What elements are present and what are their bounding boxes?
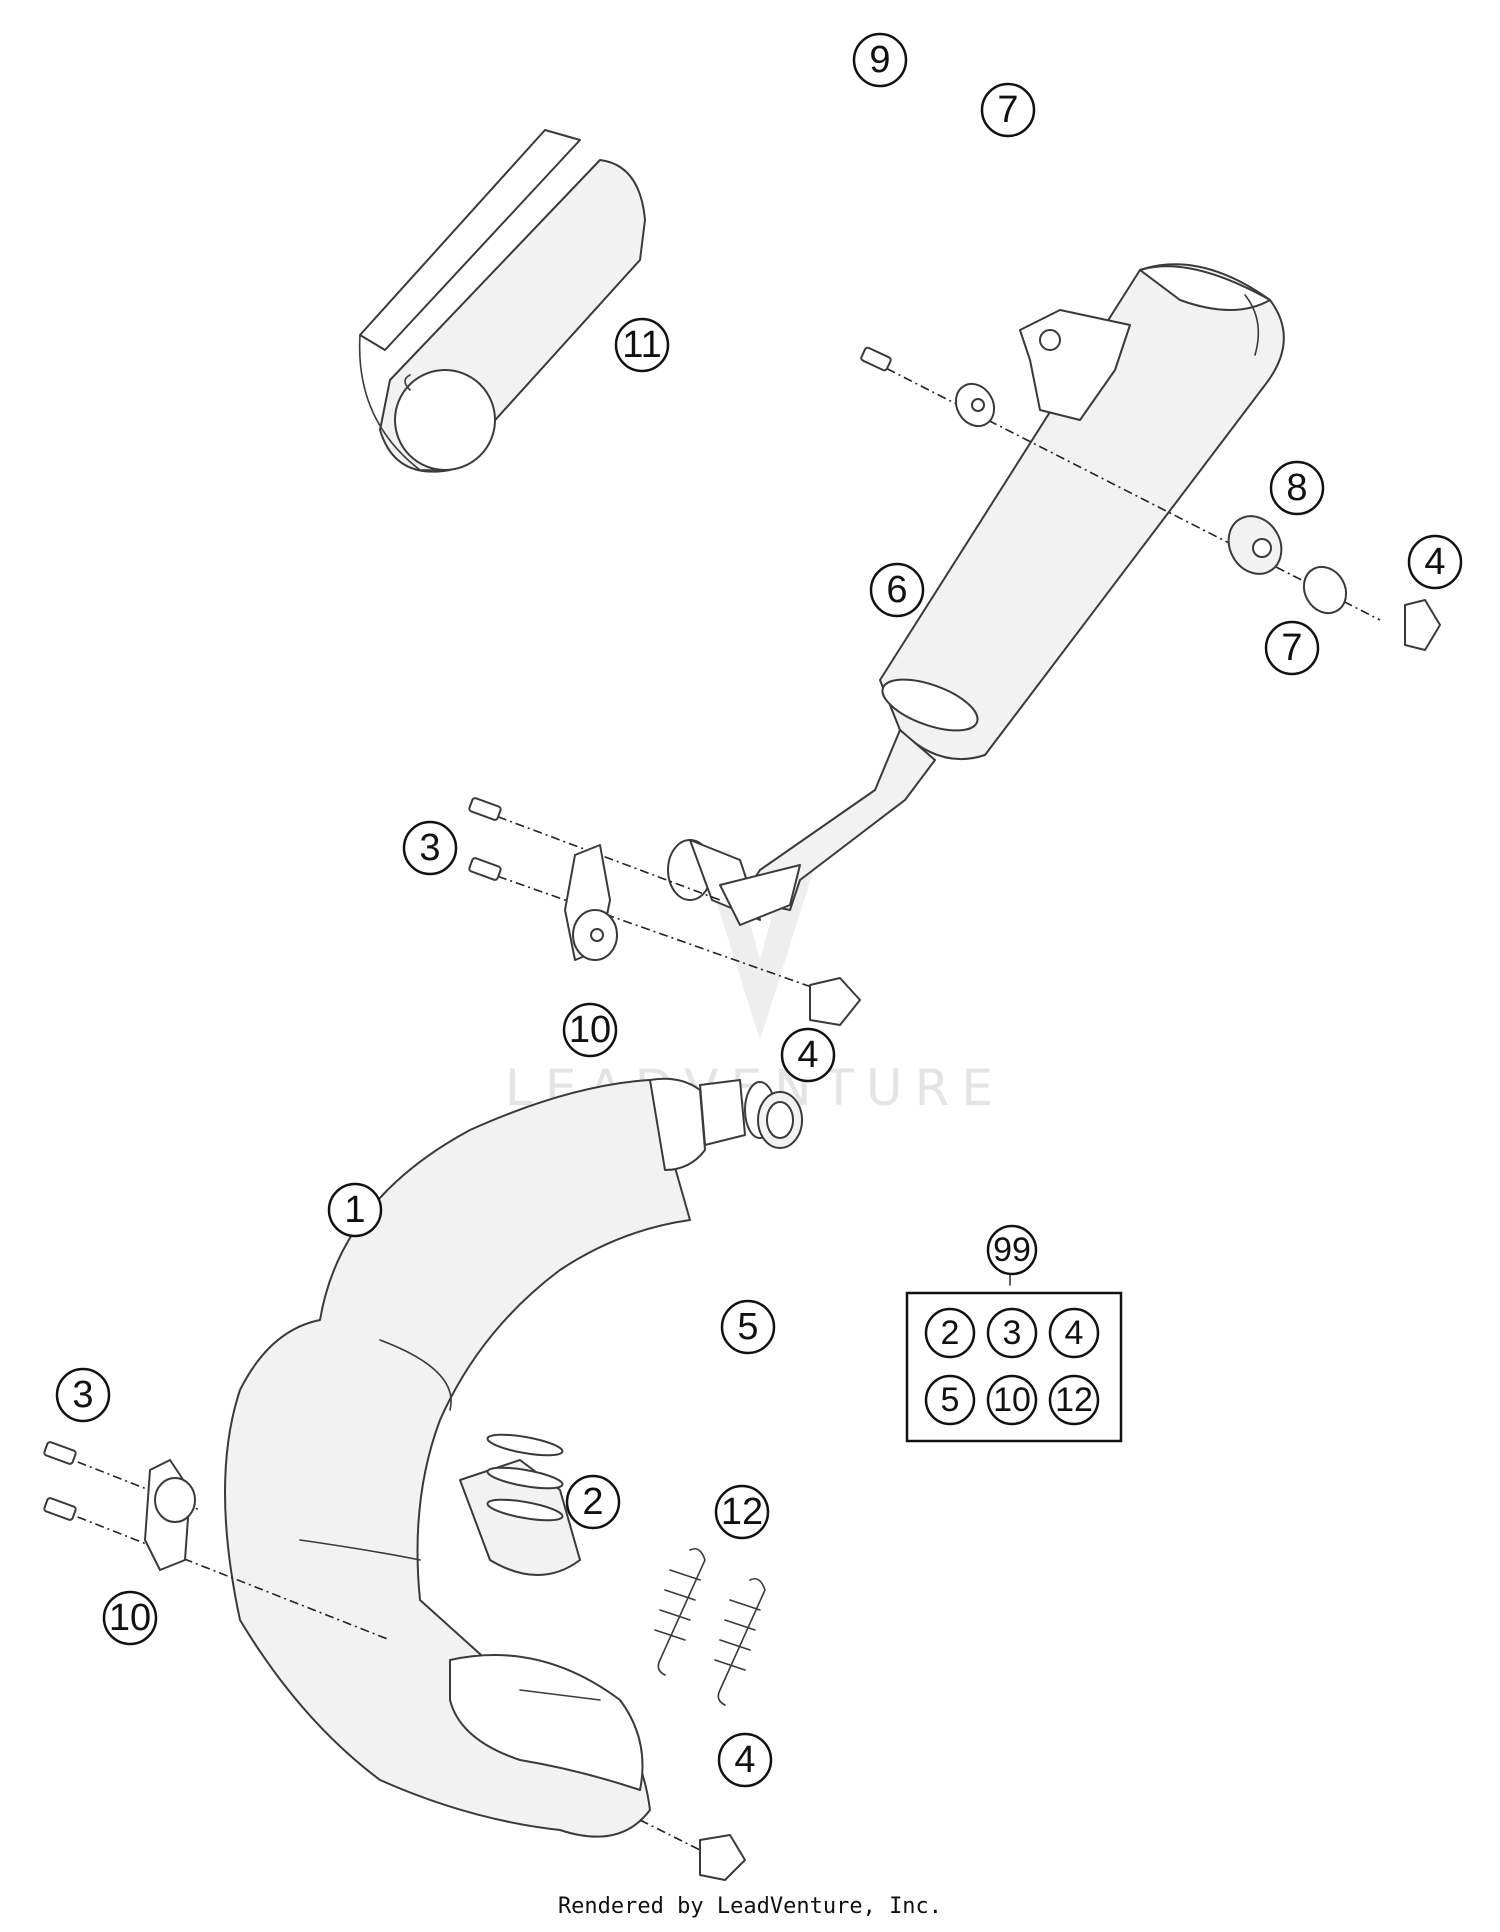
callout-5-label: 5	[737, 1306, 758, 1348]
callout-10-bottom-label: 10	[109, 1597, 151, 1639]
kit-item-5: 10	[993, 1381, 1031, 1419]
callout-10-top: 10	[562, 1002, 618, 1058]
kit-item-6: 12	[1055, 1381, 1093, 1419]
callout-6: 6	[869, 562, 925, 618]
callout-12-label: 12	[721, 1491, 763, 1533]
kit-item-3: 4	[1065, 1314, 1084, 1352]
silencer-lower-mount	[468, 797, 861, 1026]
callout-3-top: 3	[402, 820, 458, 876]
small-parts	[486, 1091, 803, 1706]
callout-7-top: 7	[980, 82, 1036, 138]
kit-item-4: 5	[941, 1381, 960, 1419]
callout-4-right-label: 4	[1424, 541, 1445, 583]
callout-4-bottom: 4	[717, 1732, 773, 1788]
callout-3-bottom-label: 3	[72, 1374, 93, 1416]
silencer-fasteners	[860, 346, 1441, 651]
callout-10-bottom: 10	[102, 1590, 158, 1646]
callout-7-bottom-label: 7	[1281, 627, 1302, 669]
kit-item-1: 2	[941, 1314, 960, 1352]
callout-5: 5	[720, 1299, 776, 1355]
callout-11: 11	[614, 317, 670, 373]
callout-4-right: 4	[1407, 534, 1463, 590]
callout-1-label: 1	[344, 1189, 365, 1231]
callout-8: 8	[1269, 460, 1325, 516]
callout-8-label: 8	[1286, 467, 1307, 509]
callout-4-mid-label: 4	[797, 1034, 818, 1076]
callout-2: 2	[565, 1474, 621, 1530]
callout-7-bottom: 7	[1264, 620, 1320, 676]
manifold-mount	[43, 1441, 746, 1881]
callout-12: 12	[714, 1484, 770, 1540]
callout-10-top-label: 10	[569, 1009, 611, 1051]
credit-line: Rendered by LeadVenture, Inc.	[557, 1894, 943, 1919]
callout-6-label: 6	[886, 569, 907, 611]
callout-9-label: 9	[869, 39, 890, 81]
callout-3-top-label: 3	[419, 827, 440, 869]
callout-4-bottom-label: 4	[734, 1739, 755, 1781]
callout-7-top-label: 7	[997, 89, 1018, 131]
callout-2-label: 2	[582, 1481, 603, 1523]
callout-11-label: 11	[622, 324, 661, 366]
callout-1: 1	[327, 1182, 383, 1238]
manifold-pipe-part	[224, 1077, 776, 1838]
callout-3-bottom: 3	[55, 1367, 111, 1423]
heat-sleeve-part	[358, 129, 646, 473]
kit-number: 99	[993, 1231, 1031, 1269]
silencer-part	[667, 263, 1285, 926]
kit-99: 99 2 3 4 5 10 12	[905, 1224, 1123, 1443]
callout-4-mid: 4	[780, 1027, 836, 1083]
callout-9: 9	[852, 32, 908, 88]
kit-item-2: 3	[1003, 1314, 1022, 1352]
